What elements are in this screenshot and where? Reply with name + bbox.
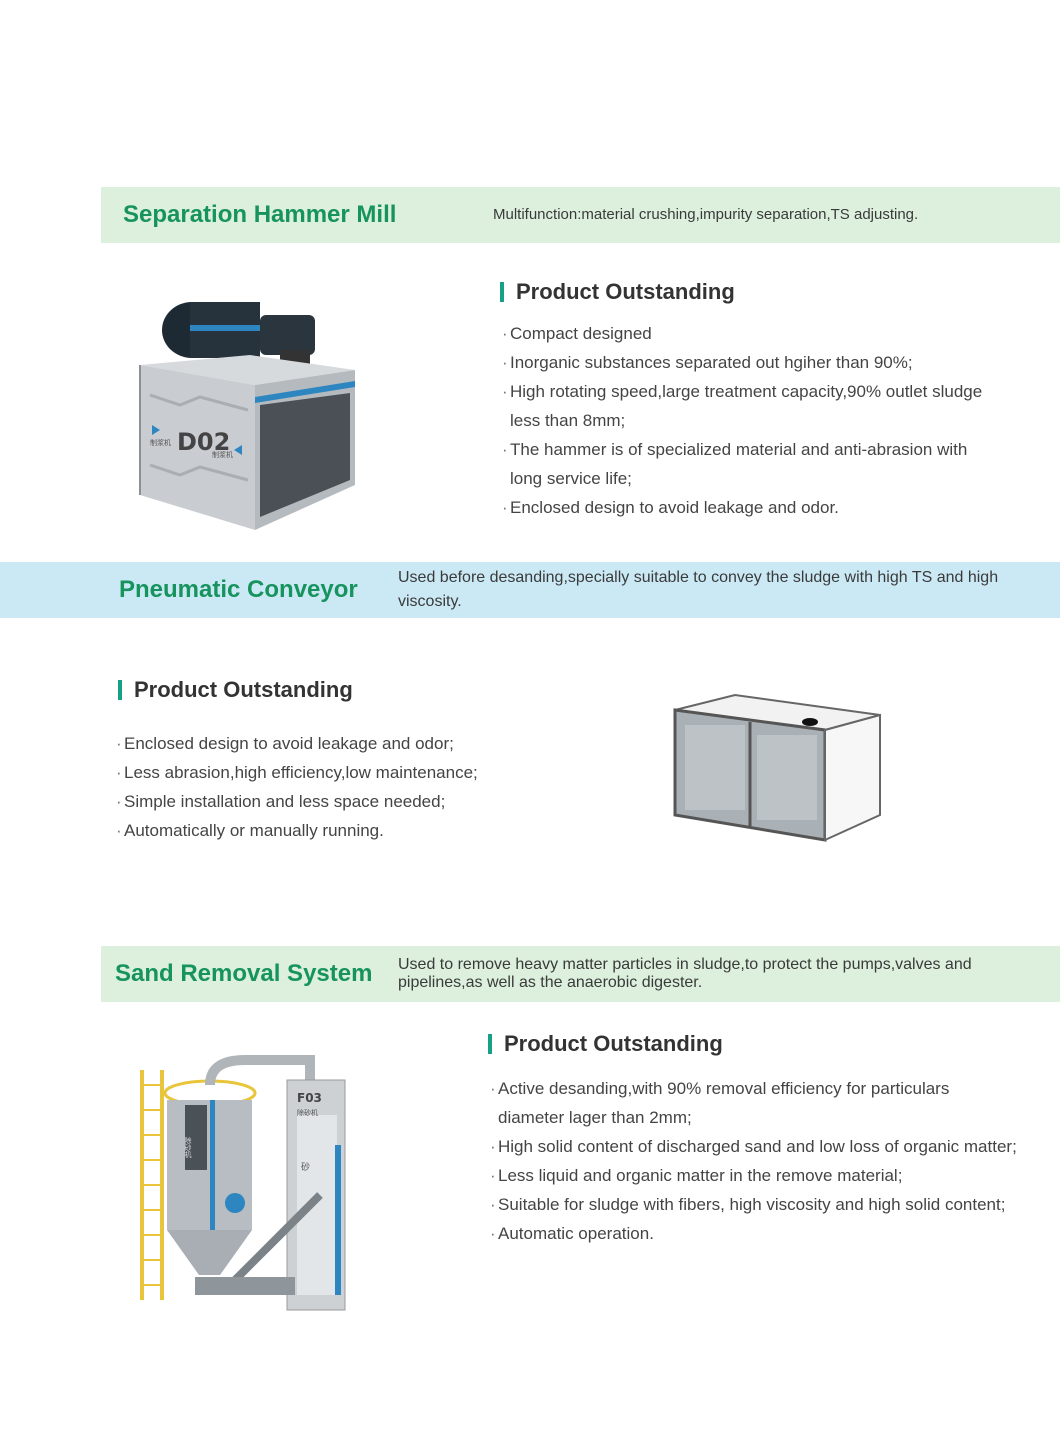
feature-item: Automatically or manually running. [116, 816, 536, 845]
heading-accent-bar [500, 282, 504, 302]
feature-list: Enclosed design to avoid leakage and odo… [116, 729, 536, 845]
feature-item: Less liquid and organic matter in the re… [490, 1161, 1050, 1190]
heading-accent-bar [118, 680, 122, 700]
machine-tag-top: 除砂机 [297, 1108, 318, 1117]
feature-item: High solid content of discharged sand an… [490, 1132, 1050, 1161]
machine-tag-bottom: 砂 [301, 1161, 310, 1173]
feature-item: Automatic operation. [490, 1219, 1050, 1248]
section-banner-pneumatic-conveyor: Pneumatic Conveyor Used before desanding… [0, 562, 1060, 618]
section-banner-hammer-mill: Separation Hammer Mill Multifunction:mat… [101, 187, 1060, 243]
feature-list: Active desanding,with 90% removal effici… [490, 1074, 1050, 1248]
feature-item: Simple installation and less space neede… [116, 787, 536, 816]
machine-tag-right: 制浆机 [212, 450, 233, 459]
feature-item: Active desanding,with 90% removal effici… [490, 1074, 958, 1132]
feature-item: Compact designed [502, 319, 1002, 348]
section-title: Pneumatic Conveyor [119, 576, 358, 603]
feature-item: The hammer is of specialized material an… [502, 435, 990, 493]
machine-label: F03 [297, 1091, 322, 1105]
product-outstanding-heading: Product Outstanding [500, 279, 735, 305]
section-banner-sand-removal: Sand Removal System Used to remove heavy… [101, 946, 1060, 1002]
heading-text: Product Outstanding [504, 1031, 723, 1056]
section-description: Multifunction:material crushing,impurity… [493, 206, 919, 223]
feature-item: High rotating speed,large treatment capa… [502, 377, 990, 435]
hammer-mill-image: D02 制浆机 制浆机 [130, 285, 360, 535]
sand-removal-image: F03 除砂机 砂 除砂机 [135, 1055, 360, 1315]
feature-item: Enclosed design to avoid leakage and odo… [502, 493, 1002, 522]
machine-tag-left: 制浆机 [150, 438, 171, 447]
section-title: Sand Removal System [115, 960, 373, 987]
heading-text: Product Outstanding [516, 279, 735, 304]
heading-text: Product Outstanding [134, 677, 353, 702]
machine-label: D02 [177, 428, 230, 456]
feature-list: Compact designed Inorganic substances se… [502, 319, 1002, 522]
feature-item: Inorganic substances separated out hgihe… [502, 348, 1002, 377]
section-description: Used before desanding,specially suitable… [398, 569, 999, 610]
product-outstanding-heading: Product Outstanding [118, 677, 353, 703]
feature-item: Suitable for sludge with fibers, high vi… [490, 1190, 1050, 1219]
tank-label: 除砂机 [184, 1136, 192, 1159]
product-outstanding-heading: Product Outstanding [488, 1031, 723, 1057]
heading-accent-bar [488, 1034, 492, 1054]
feature-item: Enclosed design to avoid leakage and odo… [116, 729, 536, 758]
section-title: Separation Hammer Mill [123, 201, 397, 228]
pneumatic-conveyor-image [665, 690, 885, 845]
feature-item: Less abrasion,high efficiency,low mainte… [116, 758, 536, 787]
section-description: Used to remove heavy matter particles in… [398, 956, 972, 991]
